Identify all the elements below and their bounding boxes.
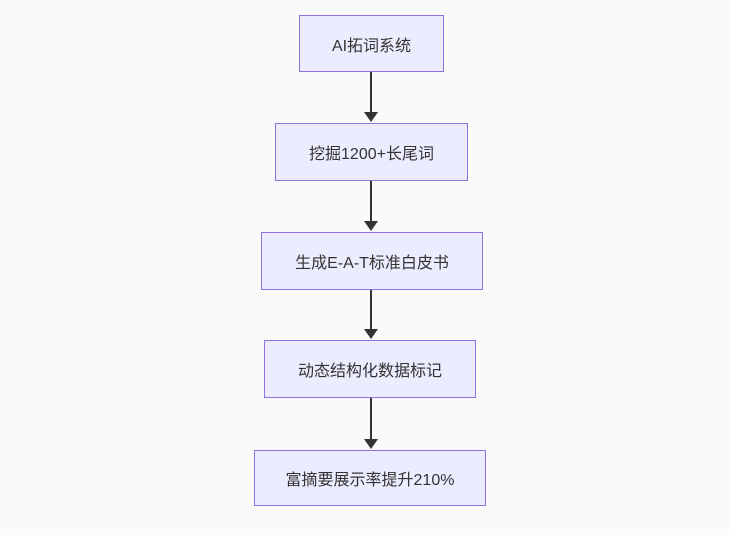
arrow-down-4 [364,398,378,449]
flow-node-rich-snippet-result: 富摘要展示率提升210% [254,450,486,506]
arrowhead-icon [364,112,378,122]
arrow-shaft [370,72,372,114]
arrow-shaft [370,181,372,223]
arrowhead-icon [364,439,378,449]
flow-node-longtail-mining: 挖掘1200+长尾词 [275,123,468,181]
flow-node-structured-data-markup: 动态结构化数据标记 [264,340,476,398]
arrowhead-icon [364,329,378,339]
arrow-shaft [370,290,372,331]
arrow-down-2 [364,181,378,231]
arrow-down-1 [364,72,378,122]
arrow-shaft [370,398,372,441]
arrowhead-icon [364,221,378,231]
flow-node-eat-whitepaper: 生成E-A-T标准白皮书 [261,232,483,290]
flow-node-ai-keyword-system: AI拓词系统 [299,15,444,72]
arrow-down-3 [364,290,378,339]
